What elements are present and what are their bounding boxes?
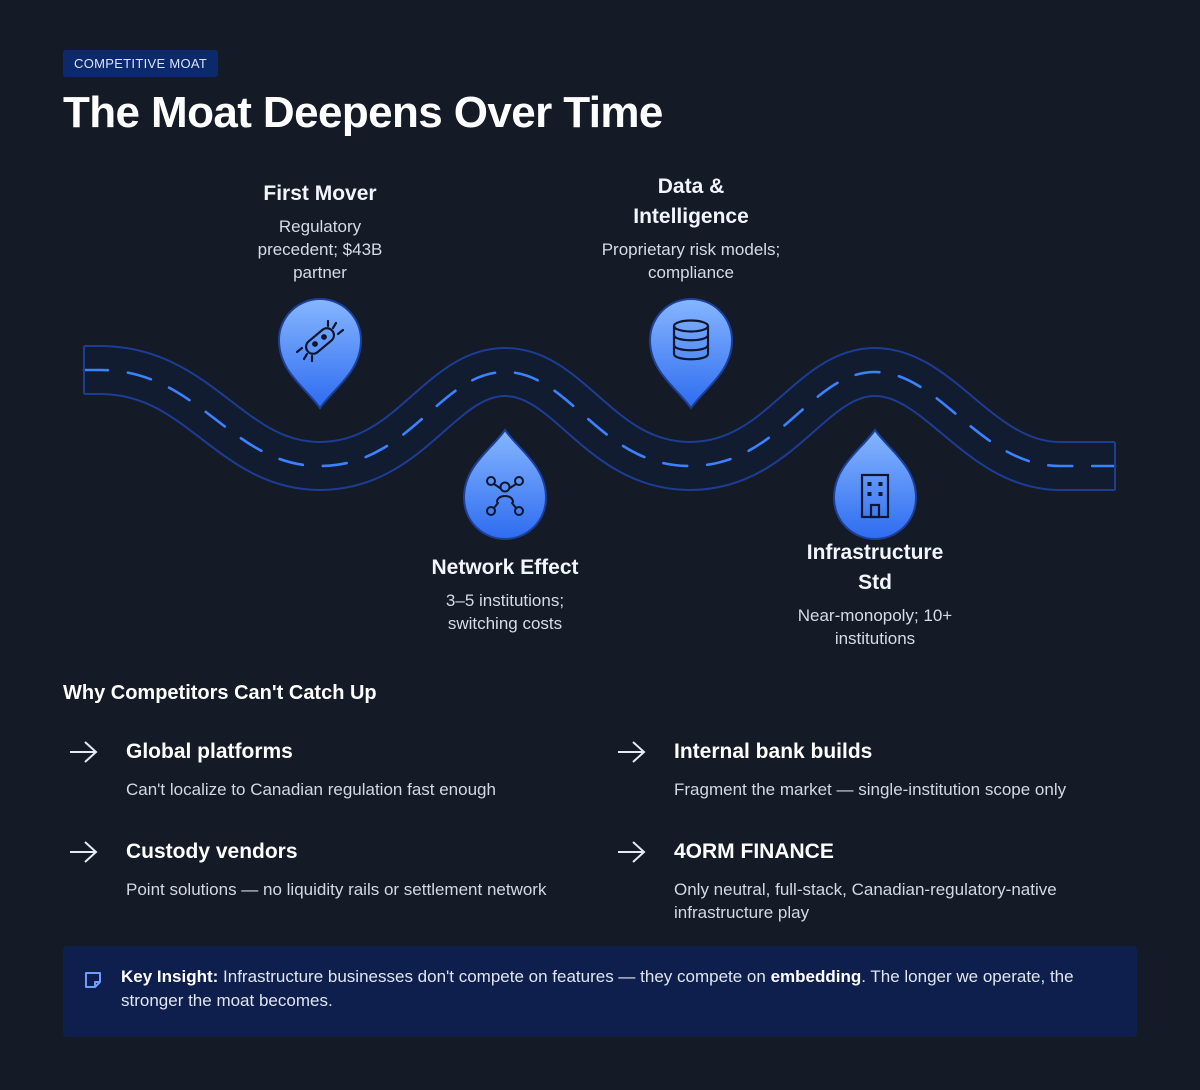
- arrow-right-icon: [618, 741, 646, 763]
- network-icon: [486, 476, 524, 516]
- milestone-desc: 3–5 institutions; switching costs: [445, 591, 565, 633]
- road-path: [82, 345, 1117, 492]
- reason-desc: Point solutions — no liquidity rails or …: [126, 880, 547, 899]
- milestone-infrastructure-std: Infrastructure Std Near-monopoly; 10+ in…: [775, 538, 975, 650]
- section-badge: COMPETITIVE MOAT: [63, 50, 219, 77]
- database-icon: [672, 319, 710, 361]
- reason-title: Custody vendors: [126, 840, 298, 863]
- milestone-title: Infrastructure Std: [806, 541, 944, 594]
- pin-data-intelligence: [648, 298, 734, 410]
- key-insight-tail: . The longer we operate, the stronger th…: [121, 967, 1074, 1010]
- key-insight-emphasis: embedding: [770, 967, 862, 986]
- key-insight-body: Infrastructure businesses don't compete …: [218, 967, 771, 986]
- arrow-right-icon: [70, 841, 98, 863]
- bacteria-icon: [295, 319, 345, 363]
- pin-infrastructure-std: [832, 428, 918, 540]
- milestone-desc: Regulatory precedent; $43B partner: [257, 217, 383, 282]
- pin-first-mover: [277, 298, 363, 410]
- reason-title: Internal bank builds: [674, 740, 873, 763]
- milestone-network-effect: Network Effect 3–5 institutions; switchi…: [405, 553, 605, 635]
- key-insight-label: Key Insight:: [121, 967, 219, 986]
- milestone-title: Data & Intelligence: [633, 175, 749, 228]
- key-insight-box: Key Insight: Infrastructure businesses d…: [63, 946, 1137, 1037]
- arrow-right-icon: [618, 841, 646, 863]
- section-title: Why Competitors Can't Catch Up: [63, 682, 377, 704]
- reason-desc: Only neutral, full-stack, Canadian-regul…: [674, 880, 1057, 922]
- milestone-desc: Near-monopoly; 10+ institutions: [797, 606, 953, 648]
- milestone-first-mover: First Mover Regulatory precedent; $43B p…: [230, 179, 410, 284]
- reason-title: 4ORM FINANCE: [674, 840, 834, 863]
- milestone-desc: Proprietary risk models; compliance: [601, 240, 781, 282]
- reason-title: Global platforms: [126, 740, 293, 763]
- page-title: The Moat Deepens Over Time: [63, 88, 663, 137]
- building-icon: [860, 473, 890, 519]
- milestone-title: Network Effect: [431, 556, 579, 579]
- note-icon: [85, 972, 101, 988]
- milestone-title: First Mover: [263, 182, 377, 205]
- key-insight-text: Key Insight: Infrastructure businesses d…: [121, 965, 1111, 1013]
- pin-network-effect: [462, 428, 548, 540]
- reason-desc: Can't localize to Canadian regulation fa…: [126, 780, 496, 799]
- milestone-data-intelligence: Data & Intelligence Proprietary risk mod…: [591, 172, 791, 284]
- reason-desc: Fragment the market — single-institution…: [674, 780, 1067, 799]
- arrow-right-icon: [70, 741, 98, 763]
